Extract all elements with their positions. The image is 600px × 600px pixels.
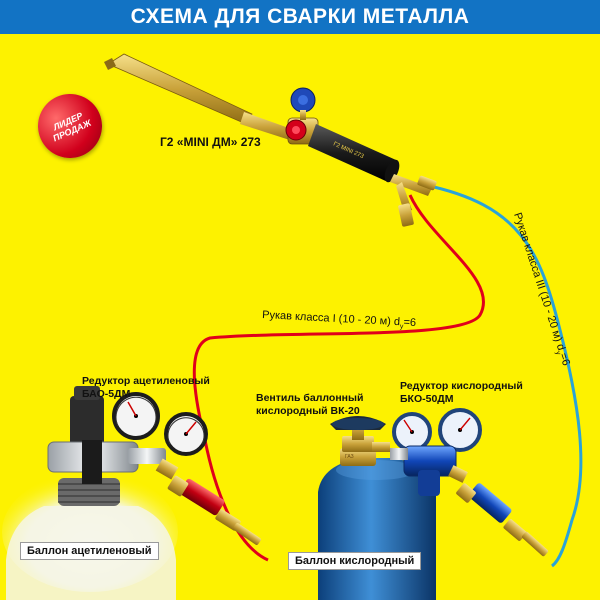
title-bar: СХЕМА ДЛЯ СВАРКИ МЕТАЛЛА xyxy=(0,0,600,34)
pressure-gauge-icon xyxy=(164,412,208,456)
torch-name-label: Г2 «MINI ДМ» 273 xyxy=(160,135,261,149)
acetylene-cylinder-icon xyxy=(2,472,178,600)
flashback-arrestor-icon xyxy=(167,475,241,531)
svg-text:ГАЗ: ГАЗ xyxy=(345,454,354,460)
acetylene-reducer-icon xyxy=(47,386,261,545)
acetylene-hose xyxy=(192,194,485,562)
hose-label-class3: Рукав класса III (10 - 20 м) dу=6 xyxy=(509,211,572,368)
welding-torch-icon: Г2 MINI 273 xyxy=(104,53,437,227)
pressure-gauge-icon xyxy=(112,392,160,440)
oxygen-hose xyxy=(424,183,583,568)
page-title: СХЕМА ДЛЯ СВАРКИ МЕТАЛЛА xyxy=(130,5,470,28)
torch-handle: Г2 MINI 273 xyxy=(308,124,400,183)
oxygen-reducer-label: Редуктор кислородный БКО-50ДМ xyxy=(400,380,523,405)
oxygen-valve-knob xyxy=(290,87,316,120)
hose-label-class1: Рукав класса I (10 - 20 м) dу=6 xyxy=(262,309,417,331)
pressure-gauge-icon xyxy=(392,412,432,452)
oxygen-reducer-icon xyxy=(390,408,548,557)
oxygen-cylinder-label: Баллон кислородный xyxy=(288,552,422,570)
acetylene-valve-knob xyxy=(285,119,307,141)
acetylene-reducer-label: Редуктор ацетиленовый БАО-5ДМ xyxy=(82,375,210,400)
acetylene-cylinder-label: Баллон ацетиленовый xyxy=(20,542,159,560)
valve-label: Вентиль баллонный кислородный ВК-20 xyxy=(256,392,364,417)
valve-icon: ГАЗ xyxy=(330,416,390,466)
flashback-arrestor-icon xyxy=(456,483,527,541)
badge-text: ЛИДЕР ПРОДАЖ xyxy=(51,110,93,144)
pressure-gauge-icon xyxy=(438,408,482,452)
